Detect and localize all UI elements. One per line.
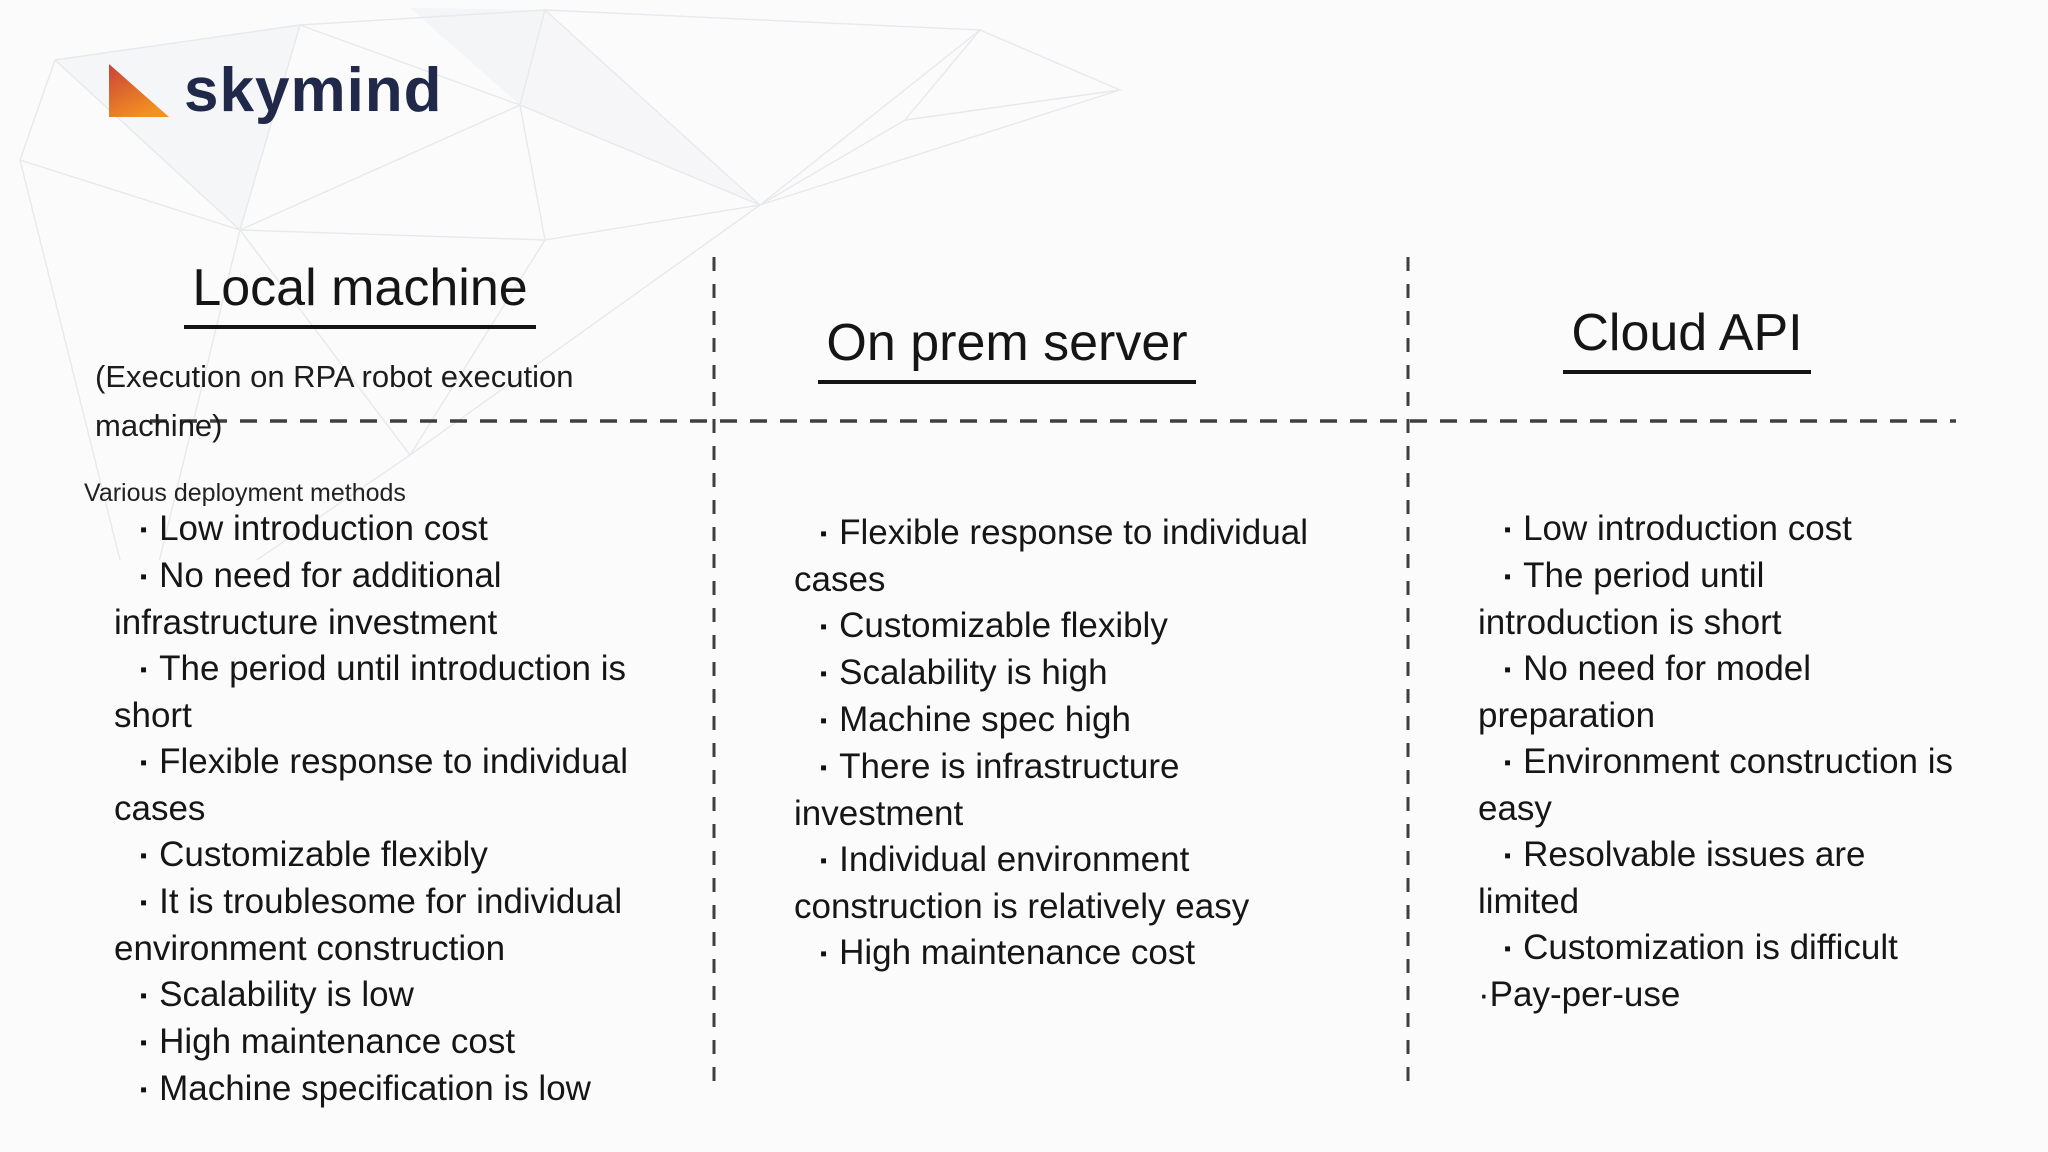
list-item: ▪Customizable flexibly <box>114 832 674 879</box>
bullet-icon: ▪ <box>140 1079 148 1101</box>
list-item-line: ▪Flexible response to individual <box>794 510 1354 557</box>
bullet-icon: ▪ <box>140 892 148 914</box>
column-header-local-machine: Local machine <box>100 258 620 329</box>
bullet-icon: ▪ <box>140 1032 148 1054</box>
list-item-line: cases <box>114 789 206 828</box>
column-title: Cloud API <box>1563 303 1811 374</box>
list-item-line: ▪Environment construction is <box>1478 739 1998 786</box>
bullet-icon: ▪ <box>140 659 148 681</box>
local-machine-subtitle: (Execution on RPA robot execution machin… <box>95 352 695 450</box>
column-header-on-prem-server: On prem server <box>757 313 1257 384</box>
list-item-line: ▪The period until introduction is <box>114 646 674 693</box>
column-title: On prem server <box>818 313 1196 384</box>
list-item-line: infrastructure investment <box>114 603 498 642</box>
list-item-line: ▪It is troublesome for individual <box>114 879 674 926</box>
bullet-icon: ▪ <box>820 523 828 545</box>
list-item-line: ▪High maintenance cost <box>114 1019 674 1066</box>
bullet-icon: ▪ <box>140 752 148 774</box>
subtitle-line: (Execution on RPA robot execution <box>95 359 574 394</box>
list-item: ▪Machine specification is low <box>114 1066 674 1113</box>
deployment-methods-note: Various deployment methods <box>84 479 406 507</box>
list-item-line: ▪Scalability is high <box>794 650 1354 697</box>
list-item: ·Pay-per-use <box>1478 972 1998 1018</box>
bullet-icon: ▪ <box>820 757 828 779</box>
list-item-line: ▪Individual environment <box>794 837 1354 884</box>
list-item: ▪Low introduction cost <box>1478 506 1998 553</box>
bullet-icon: ▪ <box>140 519 148 541</box>
bullet-icon: ▪ <box>820 663 828 685</box>
list-item-line: ▪Customizable flexibly <box>794 603 1354 650</box>
list-item-line: ▪Customization is difficult <box>1478 925 1998 972</box>
list-item-line: limited <box>1478 882 1580 921</box>
skymind-triangle-icon <box>109 64 169 117</box>
list-item: ▪Customization is difficult <box>1478 925 1998 972</box>
bullet-icon: ▪ <box>1504 519 1512 541</box>
list-item-line: preparation <box>1478 696 1656 735</box>
list-item: ▪High maintenance cost <box>114 1019 674 1066</box>
bullet-icon: ▪ <box>1504 938 1512 960</box>
skymind-logo: skymind <box>108 56 443 125</box>
brand-name: skymind <box>184 56 443 125</box>
list-item-line: ▪Machine spec high <box>794 697 1354 744</box>
bullet-icon: ▪ <box>820 616 828 638</box>
list-item-line: construction is relatively easy <box>794 887 1250 926</box>
list-item-line: ▪No need for model <box>1478 646 1998 693</box>
bullet-icon: ▪ <box>140 566 148 588</box>
bullet-icon: ▪ <box>140 845 148 867</box>
list-item-line: ▪No need for additional <box>114 553 674 600</box>
list-item-line: ▪The period until <box>1478 553 1998 600</box>
bullet-icon: ▪ <box>820 710 828 732</box>
list-item: ▪High maintenance cost <box>794 930 1354 977</box>
list-item-line: introduction is short <box>1478 603 1782 642</box>
column-title: Local machine <box>184 258 536 329</box>
list-item-line: ·Pay-per-use <box>1478 975 1681 1014</box>
bullet-icon: ▪ <box>1504 659 1512 681</box>
column-header-cloud-api: Cloud API <box>1437 303 1937 374</box>
local-machine-list: ▪Low introduction cost▪No need for addit… <box>114 506 674 1113</box>
list-item-line: ▪Low introduction cost <box>114 506 674 553</box>
list-item: ▪Low introduction cost <box>114 506 674 553</box>
list-item-line: ▪Scalability is low <box>114 972 674 1019</box>
list-item-line: ▪Flexible response to individual <box>114 739 674 786</box>
list-item: ▪Scalability is low <box>114 972 674 1019</box>
list-item: ▪Customizable flexibly <box>794 603 1354 650</box>
list-item: ▪Scalability is high <box>794 650 1354 697</box>
bullet-icon: ▪ <box>820 850 828 872</box>
bullet-icon: ▪ <box>820 943 828 965</box>
list-item-line: easy <box>1478 789 1552 828</box>
bullet-icon: ▪ <box>1504 566 1512 588</box>
list-item-line: ▪High maintenance cost <box>794 930 1354 977</box>
list-item-line: ▪There is infrastructure <box>794 744 1354 791</box>
list-item-line: cases <box>794 560 886 599</box>
bullet-icon: ▪ <box>1504 752 1512 774</box>
list-item-line: ▪Machine specification is low <box>114 1066 674 1113</box>
bullet-icon: ▪ <box>140 985 148 1007</box>
list-item-line: short <box>114 696 192 735</box>
list-item-line: investment <box>794 794 964 833</box>
subtitle-line: machine) <box>95 408 223 443</box>
list-item-line: ▪Customizable flexibly <box>114 832 674 879</box>
list-item-line: ▪Resolvable issues are <box>1478 832 1998 879</box>
bullet-icon: ▪ <box>1504 845 1512 867</box>
list-item-line: environment construction <box>114 929 506 968</box>
list-item: ▪Machine spec high <box>794 697 1354 744</box>
list-item-line: ▪Low introduction cost <box>1478 506 1998 553</box>
